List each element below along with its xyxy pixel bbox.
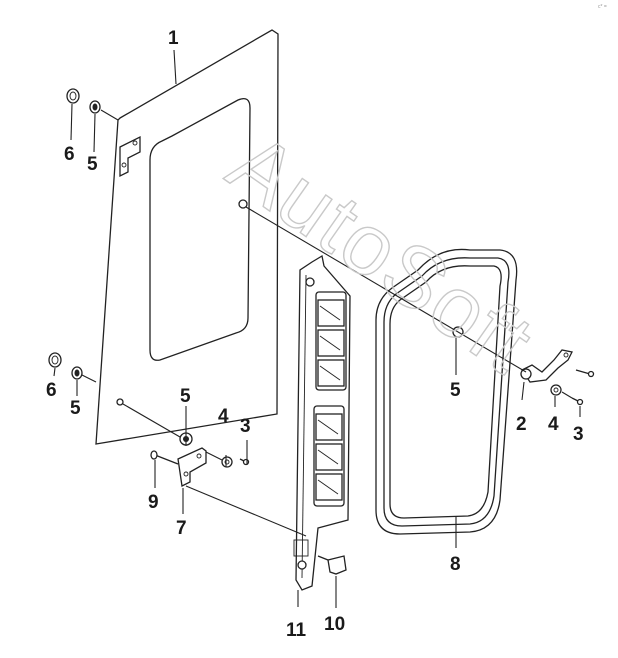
callout-4-left: 4 (218, 406, 229, 427)
callout-3-left: 3 (240, 416, 251, 437)
washer-left-4 (221, 456, 233, 468)
hinge-bracket-lower (177, 447, 207, 487)
washer-bottom (71, 366, 83, 380)
washer-top (89, 100, 101, 114)
seal-frame (375, 248, 518, 535)
screw-left (150, 450, 179, 465)
callout-6-top: 6 (64, 144, 75, 165)
callout-4-right: 4 (548, 414, 559, 435)
callout-5-top: 5 (87, 154, 98, 175)
callout-2: 2 (516, 414, 527, 435)
callout-9: 9 (148, 492, 159, 513)
glass-panel (95, 29, 279, 445)
callout-11: 11 (286, 620, 307, 641)
watermark: AutoSoft (212, 115, 550, 392)
callout-6-bottom: 6 (46, 380, 57, 401)
nut-bottom (48, 352, 62, 368)
screw-right-3 (571, 397, 584, 406)
bracket-right (520, 349, 573, 383)
clip (317, 555, 347, 575)
callout-5-lower: 5 (180, 386, 191, 407)
corner-mark: c* = (598, 4, 607, 10)
washer-right-4 (550, 384, 562, 396)
callout-8: 8 (450, 554, 461, 575)
callout-10: 10 (324, 614, 345, 635)
nut-top (66, 88, 80, 104)
callout-3-right: 3 (573, 424, 584, 445)
callout-7: 7 (176, 518, 187, 539)
latch-rail (293, 254, 351, 591)
callout-1: 1 (168, 28, 179, 49)
callout-5-bottom: 5 (70, 398, 81, 419)
callout-5-right: 5 (450, 380, 461, 401)
screw-right-top (575, 369, 595, 378)
hinge-bracket-top (119, 135, 141, 178)
assembly-lines (53, 49, 581, 608)
